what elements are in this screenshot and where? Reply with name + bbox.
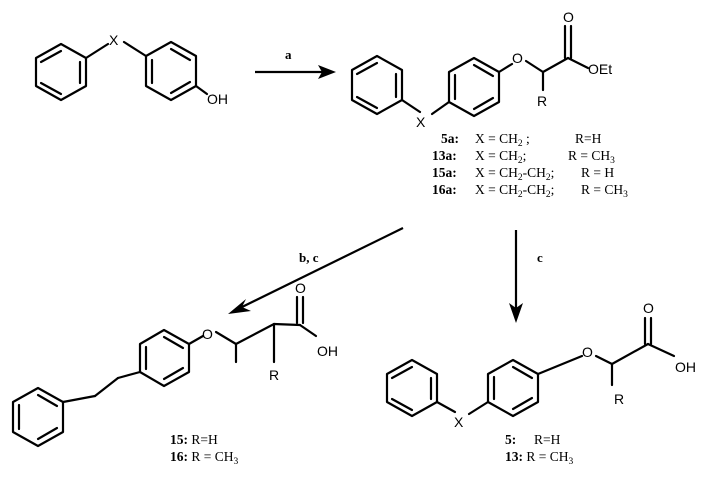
bond-ring-oh [194, 84, 209, 96]
condition-bc: b, c [299, 250, 319, 265]
ester-series-labels: 5a: X = CH2 ; R=H 13a: X = CH2; R = CH3 … [432, 131, 628, 200]
product-left: O R O OH [11, 280, 338, 448]
atom-oh: OH [317, 343, 338, 359]
atom-oet: OEt [588, 61, 612, 77]
atom-oh: OH [207, 91, 228, 107]
phenyl-ring [385, 358, 439, 418]
starting-phenol: X OH [34, 32, 228, 107]
atom-x: X [416, 114, 426, 130]
product-right: X O R O OH [385, 300, 696, 430]
atom-x: X [454, 414, 464, 430]
label-13a: 13a: X = CH2; R = CH3 [432, 148, 615, 166]
label-16: 16: R = CH3 [170, 449, 239, 467]
label-5a: 5a: X = CH2 ; R=H [441, 131, 602, 149]
atom-r: R [537, 93, 547, 109]
phenol-ring [144, 40, 198, 102]
atom-o-carbonyl: O [295, 280, 306, 296]
phenyl-ring [34, 42, 88, 102]
atom-o-carbonyl: O [643, 300, 654, 316]
ester-intermediate: X O R O OEt [350, 9, 612, 130]
bond-x-ring [122, 40, 148, 58]
arrow-bc: b, c [228, 227, 404, 314]
bond-phenyl-x [84, 42, 110, 60]
ethylene-linker [61, 394, 97, 404]
phenyl-ring [11, 386, 65, 448]
phenoxy-ring [447, 56, 501, 118]
phenoxy-ring [486, 358, 540, 418]
atom-o: O [582, 344, 593, 360]
phenoxy-ring [138, 328, 191, 388]
atom-x: X [109, 32, 119, 48]
atom-o: O [512, 50, 523, 66]
label-13: 13: R = CH3 [505, 449, 574, 467]
label-16a: 16a: X = CH2-CH2; R = CH3 [432, 182, 628, 200]
condition-c: c [537, 250, 543, 265]
label-5: 5: R=H [505, 432, 561, 447]
condition-a: a [285, 47, 292, 62]
arrow-a: a [255, 47, 336, 79]
label-15a: 15a: X = CH2-CH2; R = H [432, 165, 614, 183]
atom-o: O [202, 326, 213, 342]
atom-r: R [614, 391, 624, 407]
label-15: 15: R=H [170, 432, 218, 447]
atom-oh: OH [675, 359, 696, 375]
phenyl-ring [350, 54, 404, 116]
atom-r: R [269, 367, 279, 383]
arrow-c: c [509, 230, 543, 323]
atom-o-carbonyl: O [563, 9, 574, 25]
